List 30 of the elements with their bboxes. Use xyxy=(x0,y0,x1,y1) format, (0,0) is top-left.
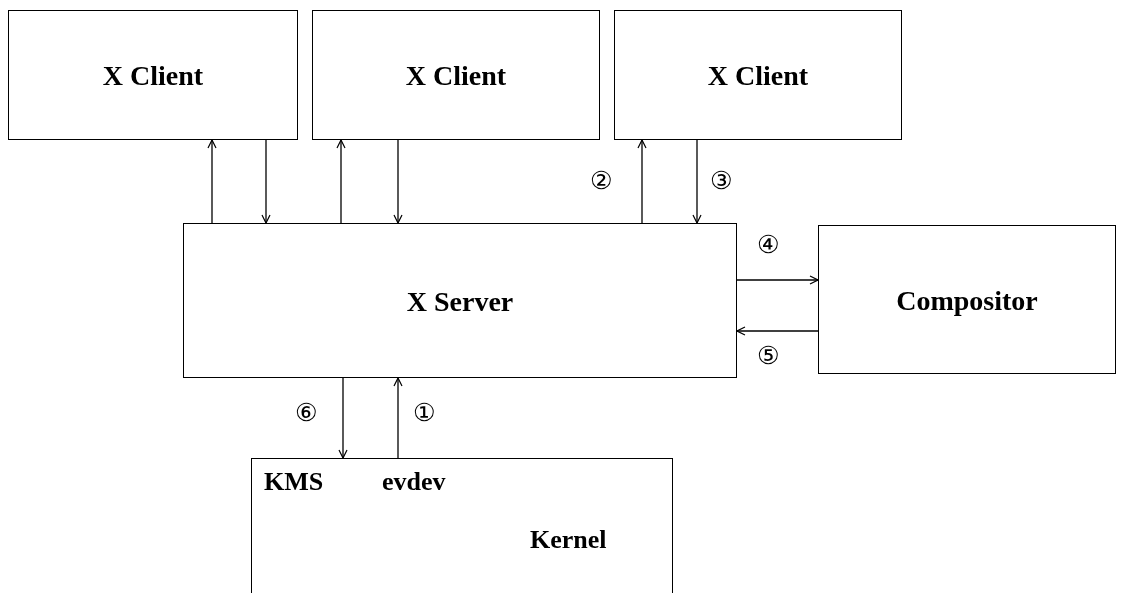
arrow xyxy=(261,139,271,224)
edge-label: ① xyxy=(413,400,436,425)
box-label: Kernel xyxy=(530,525,607,555)
edge-label: ④ xyxy=(757,232,780,257)
edge-label: ⑤ xyxy=(757,343,780,368)
box-label: X Server xyxy=(406,284,514,319)
client-box xyxy=(312,10,600,140)
box-label: Compositor xyxy=(896,283,1038,318)
arrow xyxy=(692,139,702,224)
arrow xyxy=(736,326,819,336)
arrow xyxy=(393,377,403,459)
client-box xyxy=(8,10,298,140)
arrow xyxy=(393,139,403,224)
arrow xyxy=(736,275,819,285)
box-label: evdev xyxy=(382,467,446,497)
edge-label: ⑥ xyxy=(295,400,318,425)
box-label: KMS xyxy=(264,467,324,497)
edge-label: ② xyxy=(590,168,613,193)
box-label: X Client xyxy=(707,59,809,93)
box-label: X Client xyxy=(102,59,204,93)
server-box xyxy=(183,223,737,378)
arrow xyxy=(637,139,647,224)
edge-label: ③ xyxy=(710,168,733,193)
arrow xyxy=(336,139,346,224)
compositor-box xyxy=(818,225,1116,374)
kernel-box xyxy=(251,458,673,593)
box-label: X Client xyxy=(405,59,507,93)
client-box xyxy=(614,10,902,140)
arrow xyxy=(207,139,217,224)
arrow xyxy=(338,377,348,459)
